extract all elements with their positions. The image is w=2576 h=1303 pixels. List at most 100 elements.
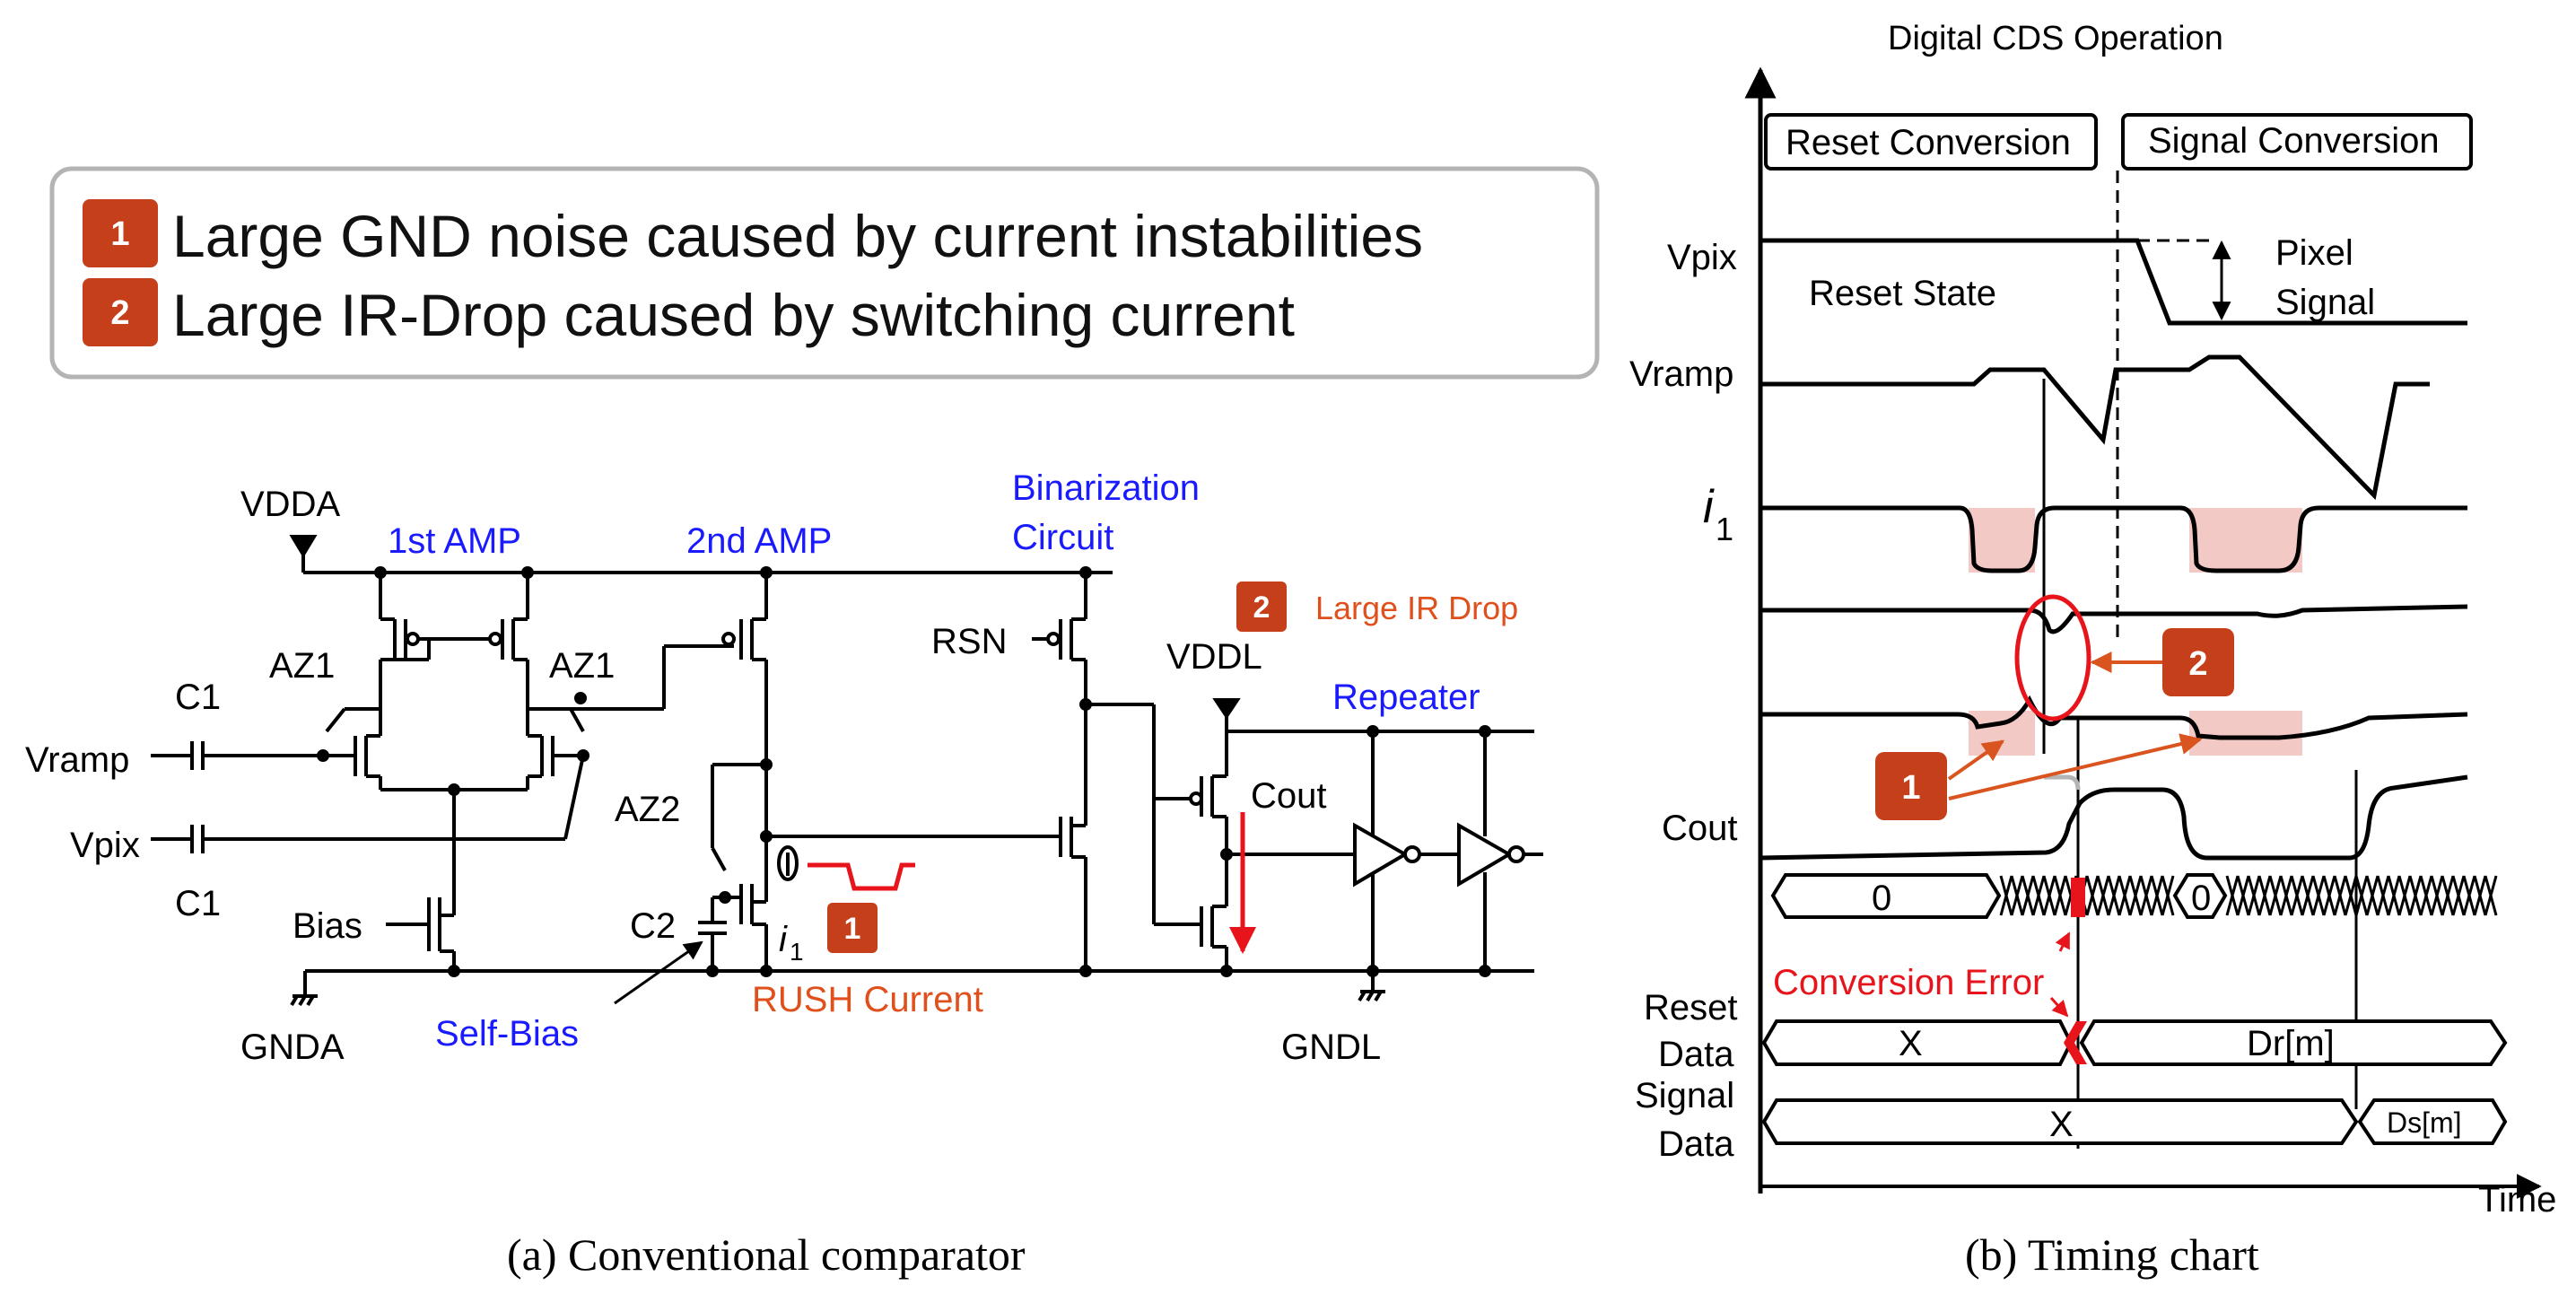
- signal-data-x: X: [2049, 1105, 2074, 1144]
- counter-toggle: [2031, 875, 2046, 916]
- counter-toggle: [2053, 875, 2067, 916]
- az1-left-label: AZ1: [269, 646, 335, 686]
- signal-data-ds: Ds[m]: [2387, 1106, 2462, 1139]
- signal-label: Signal: [2275, 283, 2375, 322]
- reset-data-bus: [1761, 1019, 2508, 1066]
- timing-title: Digital CDS Operation: [1888, 20, 2223, 57]
- timing-labels: Digital CDS Operation Reset Conversion S…: [1629, 20, 2556, 1220]
- signal-conversion-box: [2121, 113, 2473, 171]
- issues-callout: 1 Large GND noise caused by current inst…: [49, 166, 1600, 380]
- counter-toggle: [2290, 875, 2304, 916]
- cout-label: Cout: [1251, 776, 1327, 816]
- binarization-label-2: Circuit: [1012, 518, 1113, 557]
- repeater-label: Repeater: [1332, 678, 1480, 717]
- traces: [1760, 238, 2468, 861]
- counter-toggle: [2128, 875, 2143, 916]
- counter-toggle: [1999, 875, 2013, 916]
- ir-drop-highlight: [2014, 594, 2091, 721]
- gnd-trace: [1760, 695, 2468, 740]
- counter-toggle: [2462, 875, 2476, 916]
- reset-data-label-1: Reset: [1644, 988, 1738, 1028]
- reset-state-label: Reset State: [1809, 274, 1996, 313]
- issue-2: 2 Large IR-Drop caused by switching curr…: [83, 278, 1295, 348]
- signal-conversion-label: Signal Conversion: [2148, 121, 2440, 161]
- issue-1-text: Large GND noise caused by current instab…: [172, 203, 1423, 269]
- caption-a: (a) Conventional comparator: [507, 1229, 1026, 1280]
- timing-badge-1-label: 1: [1901, 769, 1920, 807]
- cout-trace: [1760, 774, 2468, 861]
- reset-conversion-label: Reset Conversion: [1786, 123, 2071, 162]
- vdda-label: VDDA: [240, 485, 340, 524]
- counter-toggle: [2397, 875, 2412, 916]
- badge-1: [83, 199, 158, 267]
- vramp-trace: [1760, 354, 2430, 501]
- badge-2-label: 2: [110, 294, 129, 332]
- reset-data-error-mark: [2064, 1021, 2087, 1064]
- shaded-regions: [1969, 508, 2302, 756]
- counter-toggle: [2354, 875, 2369, 916]
- counter-toggle: [2311, 875, 2326, 916]
- count-zero-signal: 0: [2191, 879, 2211, 918]
- az2-label: AZ2: [615, 790, 680, 829]
- counter-toggle: [2322, 875, 2336, 916]
- counter-toggle: [2387, 875, 2401, 916]
- rush-current-pulse: [808, 862, 915, 891]
- vpix-input-label: Vpix: [70, 826, 140, 865]
- counter-toggle: [2225, 875, 2240, 916]
- gnda-label: GNDA: [240, 1028, 345, 1067]
- vddl-label: VDDL: [1166, 637, 1262, 677]
- gndl-label: GNDL: [1281, 1028, 1381, 1067]
- reset-data-label-2: Data: [1658, 1035, 1734, 1074]
- i1-subscript: 1: [790, 938, 804, 966]
- reset-conversion-box: [1764, 113, 2098, 171]
- counter-toggle: [2010, 875, 2024, 916]
- counter-toggle: [2268, 875, 2283, 916]
- vddl-terminal: [1212, 698, 1241, 720]
- rush-current-label: RUSH Current: [752, 980, 983, 1019]
- large-ir-drop-label: Large IR Drop: [1315, 590, 1518, 626]
- az1-right-label: AZ1: [549, 646, 615, 686]
- counter-error-mark: [2071, 878, 2085, 917]
- comparator-schematic: [151, 535, 1543, 1007]
- counter-toggle: [2247, 875, 2261, 916]
- pixel-label: Pixel: [2275, 233, 2353, 273]
- bias-label: Bias: [293, 906, 362, 946]
- signal-data-bus: [1761, 1098, 2508, 1145]
- signal-data-label-2: Data: [1658, 1124, 1734, 1164]
- timing-badge-2: [2162, 628, 2234, 696]
- counter-toggle: [2161, 875, 2175, 916]
- c1-bottom-label: C1: [175, 884, 221, 923]
- caption-b: (b) Timing chart: [1965, 1229, 2259, 1280]
- self-bias-label: Self-Bias: [435, 1014, 579, 1054]
- time-axis-label: Time: [2478, 1180, 2556, 1220]
- counter-toggle: [2085, 875, 2100, 916]
- counter-toggle: [2301, 875, 2315, 916]
- counter-toggle: [2419, 875, 2433, 916]
- counter-toggle: [2484, 875, 2498, 916]
- counter-toggle: [2257, 875, 2272, 916]
- issue-1: 1 Large GND noise caused by current inst…: [83, 199, 1423, 269]
- amp1-label: 1st AMP: [388, 521, 521, 561]
- counter-bus: [1770, 873, 2228, 919]
- i1-label: i: [779, 920, 788, 959]
- vdda-terminal: [289, 535, 318, 558]
- amp2-label: 2nd AMP: [686, 521, 832, 561]
- binarization-label-1: Binarization: [1012, 468, 1200, 508]
- counter-toggle: [2236, 875, 2250, 916]
- counter-toggle: [2096, 875, 2110, 916]
- counter-toggle: [2344, 875, 2358, 916]
- counter-toggle: [2430, 875, 2444, 916]
- badge-1-label: 1: [110, 215, 129, 253]
- schematic-badge-2-label: 2: [1253, 590, 1271, 625]
- counter-toggle: [2139, 875, 2153, 916]
- rsn-label: RSN: [931, 622, 1007, 661]
- counter-toggle: [2408, 875, 2423, 916]
- reset-data-dr: Dr[m]: [2247, 1024, 2335, 1063]
- counter-toggle: [2118, 875, 2132, 916]
- schematic-badge-1: [827, 903, 878, 953]
- i1-trace: [1760, 505, 2467, 573]
- c1-top-label: C1: [175, 678, 221, 717]
- schematic-badge-1-label: 1: [844, 912, 861, 946]
- timing-badge-1: [1875, 752, 1947, 820]
